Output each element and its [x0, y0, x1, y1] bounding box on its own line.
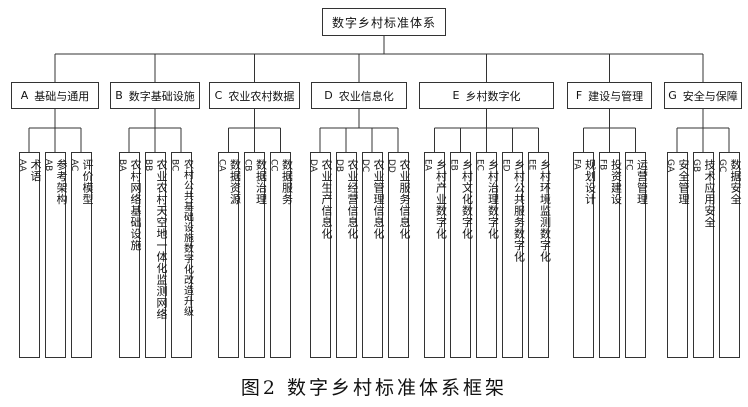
leaf-code: DD: [386, 159, 396, 173]
root-node: 数字乡村标准体系: [322, 8, 446, 36]
leaf-label: 数据治理: [254, 159, 268, 205]
category-node-b: B 数字基础设施: [110, 82, 200, 109]
category-label: 基础与通用: [34, 89, 90, 103]
category-node-d: D 农业信息化: [311, 82, 407, 109]
category-node-f: F 建设与管理: [567, 82, 652, 109]
leaf-code: AC: [69, 159, 79, 172]
category-code: A: [20, 89, 29, 102]
leaf-label: 乡村治理数字化: [486, 159, 500, 240]
leaf-code: EC: [474, 159, 485, 171]
leaf-code: BB: [143, 159, 153, 172]
leaf-code: DA: [308, 159, 318, 172]
category-node-e: E 乡村数字化: [419, 82, 554, 109]
leaf-label: 数据安全: [729, 159, 742, 205]
leaf-label: 数据服务: [280, 159, 294, 205]
leaf-code: GB: [691, 159, 701, 173]
leaf-code: AA: [17, 159, 27, 172]
leaf-label: 规划设计: [583, 159, 597, 205]
leaf-label: 乡村环境监测数字化: [538, 159, 552, 263]
leaf-code: EE: [526, 159, 537, 171]
leaf-code: CA: [216, 159, 227, 172]
leaf-label: 农业管理信息化: [372, 159, 385, 240]
category-code: C: [214, 89, 223, 102]
leaf-code: EA: [422, 159, 433, 171]
leaf-code: CB: [242, 159, 253, 172]
leaf-label: 农业生产信息化: [320, 159, 333, 240]
leaf-code: CC: [268, 159, 279, 172]
category-node-g: G 安全与保障: [664, 82, 742, 109]
leaf-label: 术语: [29, 159, 42, 182]
leaf-code: GA: [665, 159, 675, 173]
leaf-code: BC: [169, 159, 180, 172]
leaf-label: 参考架构: [55, 159, 68, 205]
category-label: 数字基础设施: [128, 89, 195, 103]
category-label: 乡村数字化: [465, 89, 521, 103]
leaf-code: AB: [43, 159, 53, 172]
category-label: 农业信息化: [338, 89, 394, 103]
leaf-label: 数据资源: [228, 159, 242, 205]
leaf-label: 评价模型: [81, 159, 94, 205]
leaf-code: ED: [500, 159, 511, 172]
leaf-label: 乡村产业数字化: [434, 159, 448, 240]
leaf-code: BA: [117, 159, 127, 172]
leaf-label: 农业经营信息化: [346, 159, 359, 240]
figure-caption: 图2 数字乡村标准体系框架: [240, 377, 508, 399]
leaf-label: 乡村公共服务数字化: [512, 159, 526, 263]
category-label: 建设与管理: [588, 89, 644, 103]
leaf-code: FB: [597, 159, 608, 171]
category-code: D: [324, 89, 333, 102]
leaf-label: 投资建设: [609, 159, 623, 205]
category-label: 农业农村数据: [228, 89, 295, 103]
leaf-code: FA: [571, 159, 582, 170]
category-code: B: [115, 89, 123, 102]
category-code: F: [575, 89, 583, 102]
category-label: 安全与保障: [682, 89, 738, 103]
leaf-code: FC: [623, 159, 634, 171]
leaf-label: 农业农村天空地一体化监测网络: [155, 159, 168, 320]
leaf-code: DB: [334, 159, 344, 173]
leaf-label: 农村网络基础设施: [129, 159, 142, 251]
leaf-label: 农业服务信息化: [398, 159, 411, 240]
leaf-label: 安全管理: [677, 159, 690, 205]
leaf-label: 技术应用安全: [703, 159, 716, 228]
leaf-code: DC: [360, 159, 370, 173]
leaf-label: 乡村文化数字化: [460, 159, 474, 240]
leaf-label: 运营管理: [635, 159, 649, 205]
category-code: G: [668, 89, 677, 102]
leaf-code: GC: [717, 159, 727, 173]
category-node-c: C 农业农村数据: [209, 82, 300, 109]
category-node-a: A 基础与通用: [11, 82, 99, 109]
category-code: E: [452, 89, 460, 102]
leaf-code: EB: [448, 159, 459, 171]
leaf-label: 农村公共基础设施数字化改造升级: [181, 159, 193, 317]
